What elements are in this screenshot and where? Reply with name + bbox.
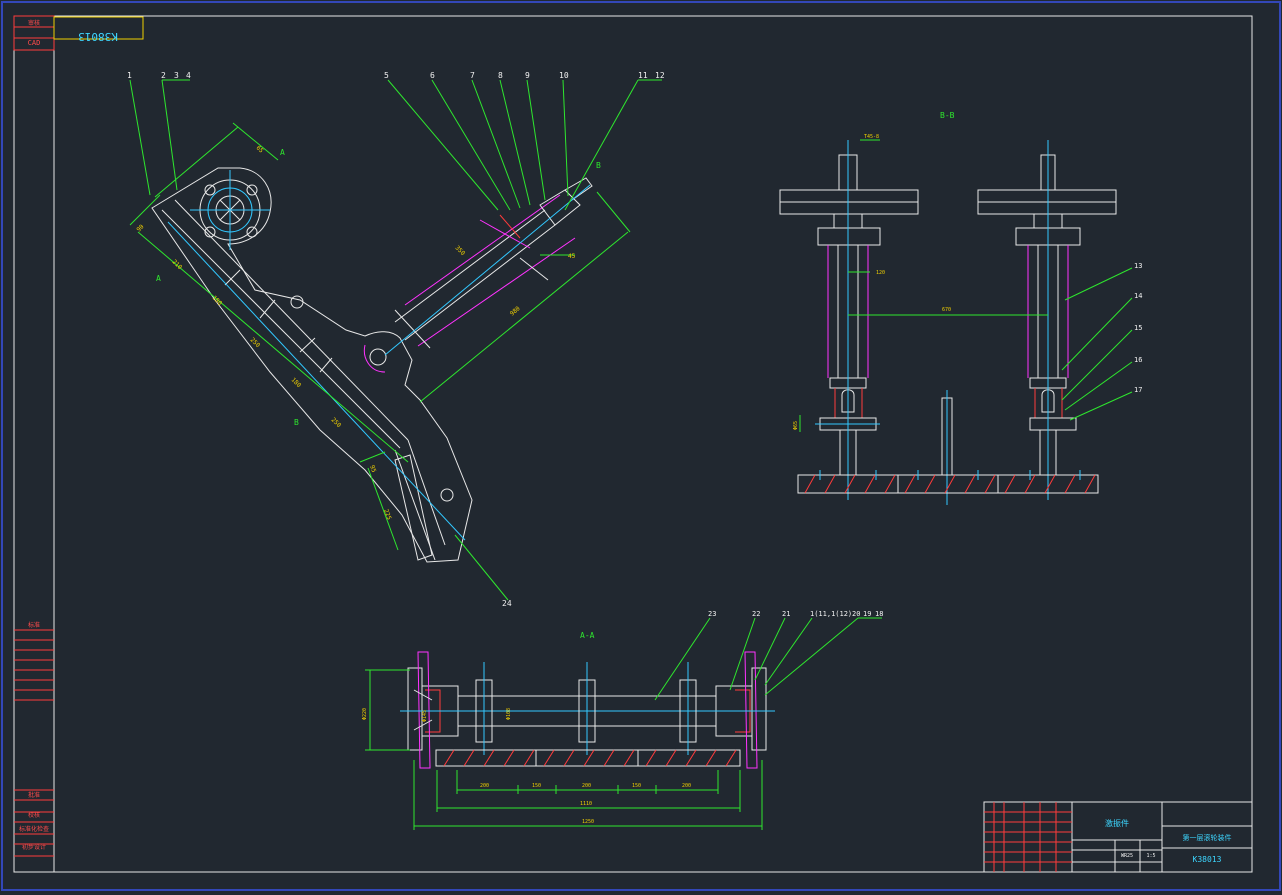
view-label-bb: B-B [940, 111, 955, 120]
part-callout: 11 [638, 71, 648, 80]
title-description: 第一层滚轮装件 [1183, 833, 1232, 842]
callouts-aa: 23 22 21 1(11,1(12) 20 19 18 [708, 610, 883, 618]
title-sheet: WR25 [1121, 853, 1133, 859]
title-scale: 1:5 [1146, 853, 1155, 859]
drawing-number-mirrored: K38013 [78, 30, 118, 43]
part-callout: 12 [655, 71, 665, 80]
dim-text: 1110 [580, 801, 592, 807]
view-bb [779, 139, 1133, 505]
part-callout: 24 [502, 599, 512, 608]
part-callout: 2 [161, 71, 166, 80]
part-callout: 10 [559, 71, 569, 80]
section-marker-b: B [294, 418, 299, 427]
dim-text: T45-8 [864, 134, 879, 140]
part-callout: 13 [1134, 262, 1142, 270]
left-tab-strip-mid [14, 629, 54, 701]
left-tab-label: 标准 [28, 621, 40, 629]
part-callout: 1 [127, 71, 132, 80]
dim-text: 150 [632, 783, 641, 789]
dim-text: 120 [876, 270, 885, 276]
section-marker-a: A [280, 148, 285, 157]
dim-text: 45 [568, 253, 576, 260]
dim-text: 90 [135, 223, 145, 233]
left-tab-label: 标准化检查 [19, 825, 49, 833]
section-marker-b: B [596, 161, 601, 170]
title-drawing-code: K38013 [1193, 855, 1222, 864]
left-tab-label: 批准 [28, 791, 40, 799]
main-arm-view [129, 79, 662, 601]
dim-text: Φ65 [793, 421, 799, 430]
part-callout: 20 [852, 610, 860, 618]
dim-text: Φ220 [362, 708, 368, 720]
part-callout: 7 [470, 71, 475, 80]
dim-text: 670 [942, 307, 951, 313]
dim-text: 250 [330, 416, 343, 429]
left-tab-label: 初步设计 [22, 843, 46, 851]
part-callout: 5 [384, 71, 389, 80]
left-tab-label: 校核 [28, 811, 40, 819]
dim-text: 180 [211, 294, 224, 307]
part-callout: 18 [875, 610, 883, 618]
part-callout: 6 [430, 71, 435, 80]
part-callout: 21 [782, 610, 790, 618]
part-callout: 22 [752, 610, 760, 618]
drawing-number-box [53, 16, 144, 40]
part-callout: 15 [1134, 324, 1142, 332]
left-tab-label: CAD [28, 39, 41, 47]
part-callout: 16 [1134, 356, 1142, 364]
callouts-bb: 13 14 15 16 17 [1134, 262, 1142, 394]
sheet-border [13, 15, 1253, 873]
dim-text: 980 [509, 305, 522, 318]
section-marker-a: A [156, 274, 161, 283]
dim-text: 200 [582, 783, 591, 789]
dim-text: 180 [290, 376, 303, 389]
part-callout: 3 [174, 71, 179, 80]
dim-text: 1250 [582, 819, 594, 825]
part-callout: 14 [1134, 292, 1142, 300]
part-callout: 17 [1134, 386, 1142, 394]
dim-text: 150 [532, 783, 541, 789]
left-tab-strip-bottom [14, 789, 54, 857]
view-aa [365, 617, 882, 830]
view-label-aa: A-A [580, 631, 595, 640]
left-tab-label: 审核 [28, 19, 40, 27]
part-callout: 1(11,1(12) [810, 610, 852, 618]
title-block [983, 801, 1253, 873]
part-callout: 4 [186, 71, 191, 80]
dim-text: Φ108 [506, 708, 512, 720]
callouts-main: 1 2 3 4 5 6 7 8 9 10 11 12 24 [127, 71, 665, 608]
dims-bb: T45-8 120 670 Φ65 [793, 134, 951, 430]
dim-text: 350 [454, 244, 467, 257]
dim-text: 225 [382, 508, 392, 521]
part-callout: 8 [498, 71, 503, 80]
dim-text: Φ145 [422, 710, 428, 722]
part-callout: 19 [863, 610, 871, 618]
part-callout: 9 [525, 71, 530, 80]
dim-text: 65 [255, 144, 265, 154]
part-callout: 23 [708, 610, 716, 618]
dim-text: 200 [682, 783, 691, 789]
title-part-name: 激振件 [1105, 818, 1129, 828]
dim-text: 250 [249, 336, 262, 349]
dim-text: 200 [480, 783, 489, 789]
dims-aa: Φ220 Φ145 Φ108 200 150 200 150 200 1110 … [362, 708, 691, 825]
section-markers: A A B B [156, 148, 601, 427]
dim-text: 95 [368, 464, 377, 474]
